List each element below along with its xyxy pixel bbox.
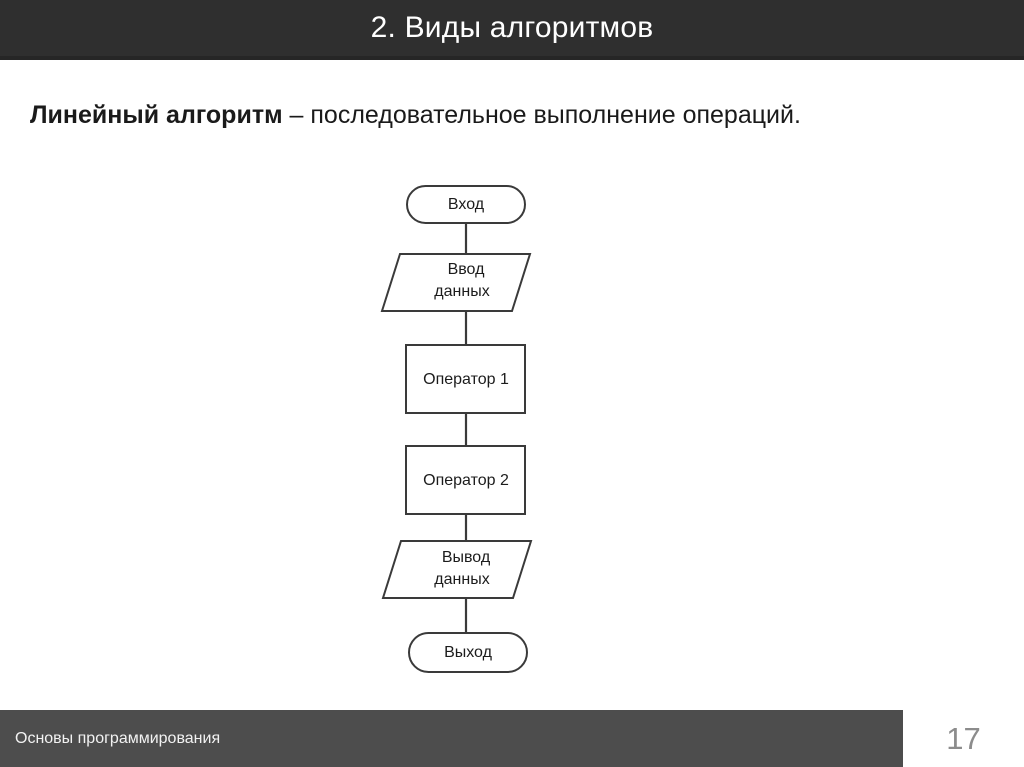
page-number: 17 <box>903 710 1024 767</box>
node-output-label-line1: Вывод <box>442 549 491 566</box>
page-title: 2. Виды алгоритмов <box>370 11 654 44</box>
node-input-label-line2: данных <box>434 283 489 300</box>
node-start-label: Вход <box>448 196 485 213</box>
node-op2-label: Оператор 2 <box>423 472 509 489</box>
node-op1-label: Оператор 1 <box>423 371 509 388</box>
node-input-shape <box>380 253 532 312</box>
footer-label: Основы программирования <box>15 729 221 747</box>
node-output-shape <box>381 540 533 599</box>
node-op2-shape <box>405 445 526 515</box>
footer-bar: Основы программирования <box>0 710 903 767</box>
lead-term: Линейный алгоритм <box>30 101 283 129</box>
node-end-label: Выход <box>444 644 493 661</box>
node-output-label-line2: данных <box>434 571 489 588</box>
slide-title-bar: 2. Виды алгоритмов <box>0 0 1024 60</box>
lead-paragraph: Линейный алгоритм – последовательное вып… <box>30 100 1000 131</box>
node-end-shape <box>408 632 528 673</box>
lead-definition: – последовательное выполнение операций. <box>282 101 801 129</box>
node-input-label-line1: Ввод <box>448 261 486 278</box>
node-start-shape <box>406 185 526 224</box>
node-op1-shape <box>405 344 526 414</box>
